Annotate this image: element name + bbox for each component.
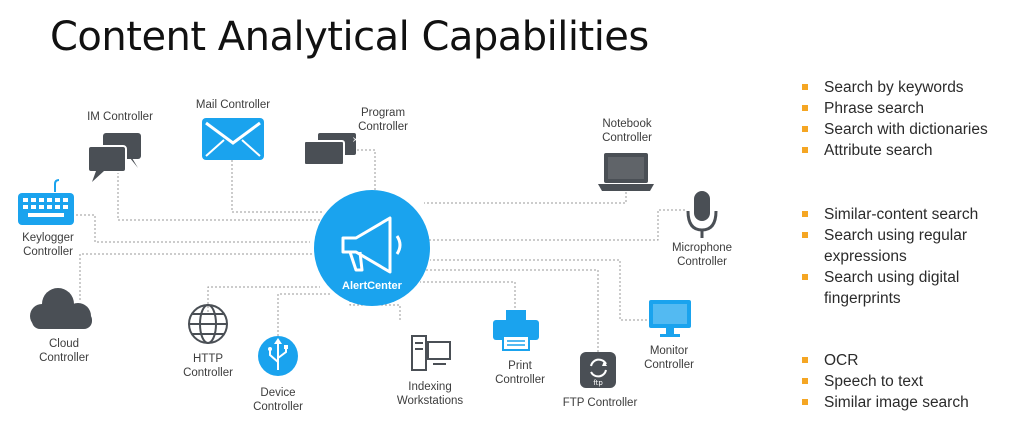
- bullet-marker: [802, 399, 808, 405]
- globe-icon: [188, 304, 228, 344]
- bullet-marker: [802, 105, 808, 111]
- microphone-controller-label: Microphone Controller: [671, 242, 733, 268]
- mail-controller-label: Mail Controller: [195, 99, 271, 111]
- monitor-controller-label: Monitor Controller: [644, 345, 694, 371]
- bullet-group-1: Search by keywords Phrase search Search …: [800, 77, 1020, 161]
- envelope-icon: [202, 118, 264, 160]
- bullet-marker: [802, 357, 808, 363]
- page-title: Content Analytical Capabilities: [50, 14, 649, 60]
- keyboard-icon: [18, 179, 74, 225]
- hub-circle: [314, 190, 430, 306]
- program-controller-label: Program Controller: [358, 107, 408, 133]
- workstation-icon: [411, 335, 451, 371]
- bullet-marker: [802, 211, 808, 217]
- http-controller-label: HTTP Controller: [183, 353, 233, 379]
- bullet-group-3: OCR Speech to text Similar image search: [800, 350, 1020, 413]
- device-controller-label: Device Controller: [253, 387, 303, 413]
- im-controller-label: IM Controller: [87, 111, 153, 123]
- svg-text:×: ×: [352, 135, 359, 144]
- bullet-text: Attribute search: [824, 142, 933, 159]
- bullet-text: Speech to text: [824, 373, 924, 390]
- usb-icon: [258, 336, 298, 376]
- keylogger-controller-label: Keylogger Controller: [22, 232, 74, 258]
- megaphone-icon: [341, 216, 402, 274]
- bullet-marker: [802, 84, 808, 90]
- indexing-workstations-label: Indexing Workstations: [396, 381, 464, 407]
- bullet-text: Phrase search: [824, 100, 924, 117]
- bullet-item: Phrase search: [800, 98, 1020, 119]
- alertcenter-hub[interactable]: [314, 190, 430, 306]
- bullet-item: Search using regular expressions: [800, 225, 1000, 267]
- bullet-text: Search with dictionaries: [824, 121, 988, 138]
- printer-icon: [493, 310, 539, 351]
- laptop-icon: [598, 153, 654, 191]
- bullet-item: Search with dictionaries: [800, 119, 1020, 140]
- cloud-icon: [30, 288, 92, 329]
- microphone-icon: [686, 191, 718, 238]
- bullet-text: Similar image search: [824, 394, 969, 411]
- hub-label[interactable]: AlertCenter: [342, 280, 402, 292]
- bullet-text: Similar-content search: [824, 206, 979, 223]
- cloud-controller-label: Cloud Controller: [39, 338, 89, 364]
- ftp-icon-text: ftp: [593, 379, 603, 387]
- bullet-group-2: Similar-content search Search using regu…: [800, 204, 1000, 309]
- controller-diagram: ×: [18, 118, 718, 388]
- bullet-marker: [802, 274, 808, 280]
- bullet-marker: [802, 147, 808, 153]
- bullet-text: Search by keywords: [824, 79, 964, 96]
- monitor-icon: [649, 300, 691, 337]
- bullet-item: Search by keywords: [800, 77, 1020, 98]
- bullet-text: Search using digital fingerprints: [824, 269, 960, 307]
- bullet-text: OCR: [824, 352, 859, 369]
- bullet-marker: [802, 126, 808, 132]
- print-controller-label: Print Controller: [495, 360, 545, 386]
- bullet-marker: [802, 232, 808, 238]
- ftp-icon: ftp: [580, 352, 616, 388]
- bullet-item: Attribute search: [800, 140, 1020, 161]
- bullet-item: Similar-content search: [800, 204, 1000, 225]
- bullet-text: Search using regular expressions: [824, 227, 968, 265]
- bullet-item: OCR: [800, 350, 1020, 371]
- windows-icon: ×: [303, 133, 359, 166]
- bullet-item: Similar image search: [800, 392, 1020, 413]
- bullet-item: Search using digital fingerprints: [800, 267, 1000, 309]
- bullet-item: Speech to text: [800, 371, 1020, 392]
- chat-bubbles-icon: [87, 133, 141, 182]
- ftp-controller-label: FTP Controller: [562, 397, 638, 409]
- bullet-marker: [802, 378, 808, 384]
- notebook-controller-label: Notebook Controller: [602, 118, 652, 144]
